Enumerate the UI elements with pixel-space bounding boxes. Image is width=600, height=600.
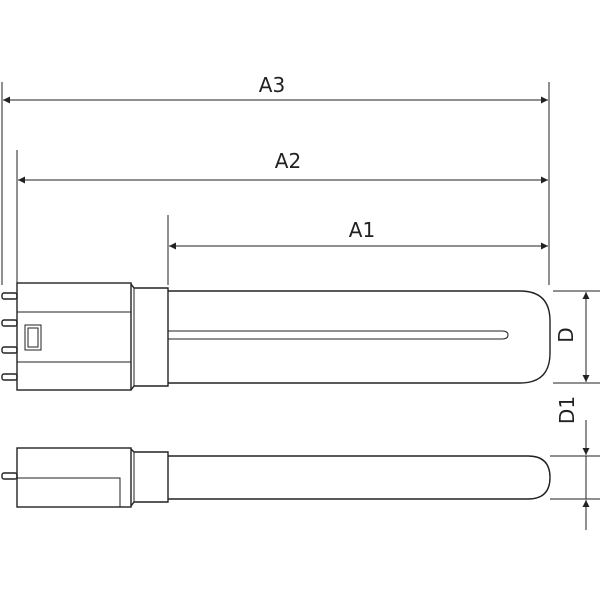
tube-bridge bbox=[168, 330, 509, 340]
lamp-neck bbox=[130, 448, 169, 507]
lamp-tube bbox=[168, 290, 551, 384]
lamp-base bbox=[16, 282, 132, 391]
base-window bbox=[24, 324, 42, 351]
label-a3: A3 bbox=[259, 73, 285, 97]
label-a2: A2 bbox=[275, 149, 301, 173]
label-a1: A1 bbox=[349, 218, 375, 242]
label-d: D bbox=[554, 327, 578, 342]
lamp-side-view bbox=[1, 282, 551, 391]
lamp-neck bbox=[130, 283, 169, 391]
label-d1: D1 bbox=[555, 396, 579, 424]
lamp-top-view bbox=[1, 447, 551, 508]
lamp-pins bbox=[1, 292, 18, 381]
lamp-tube bbox=[168, 455, 551, 500]
extension-lines bbox=[1, 82, 600, 500]
lamp-pin bbox=[1, 472, 18, 480]
